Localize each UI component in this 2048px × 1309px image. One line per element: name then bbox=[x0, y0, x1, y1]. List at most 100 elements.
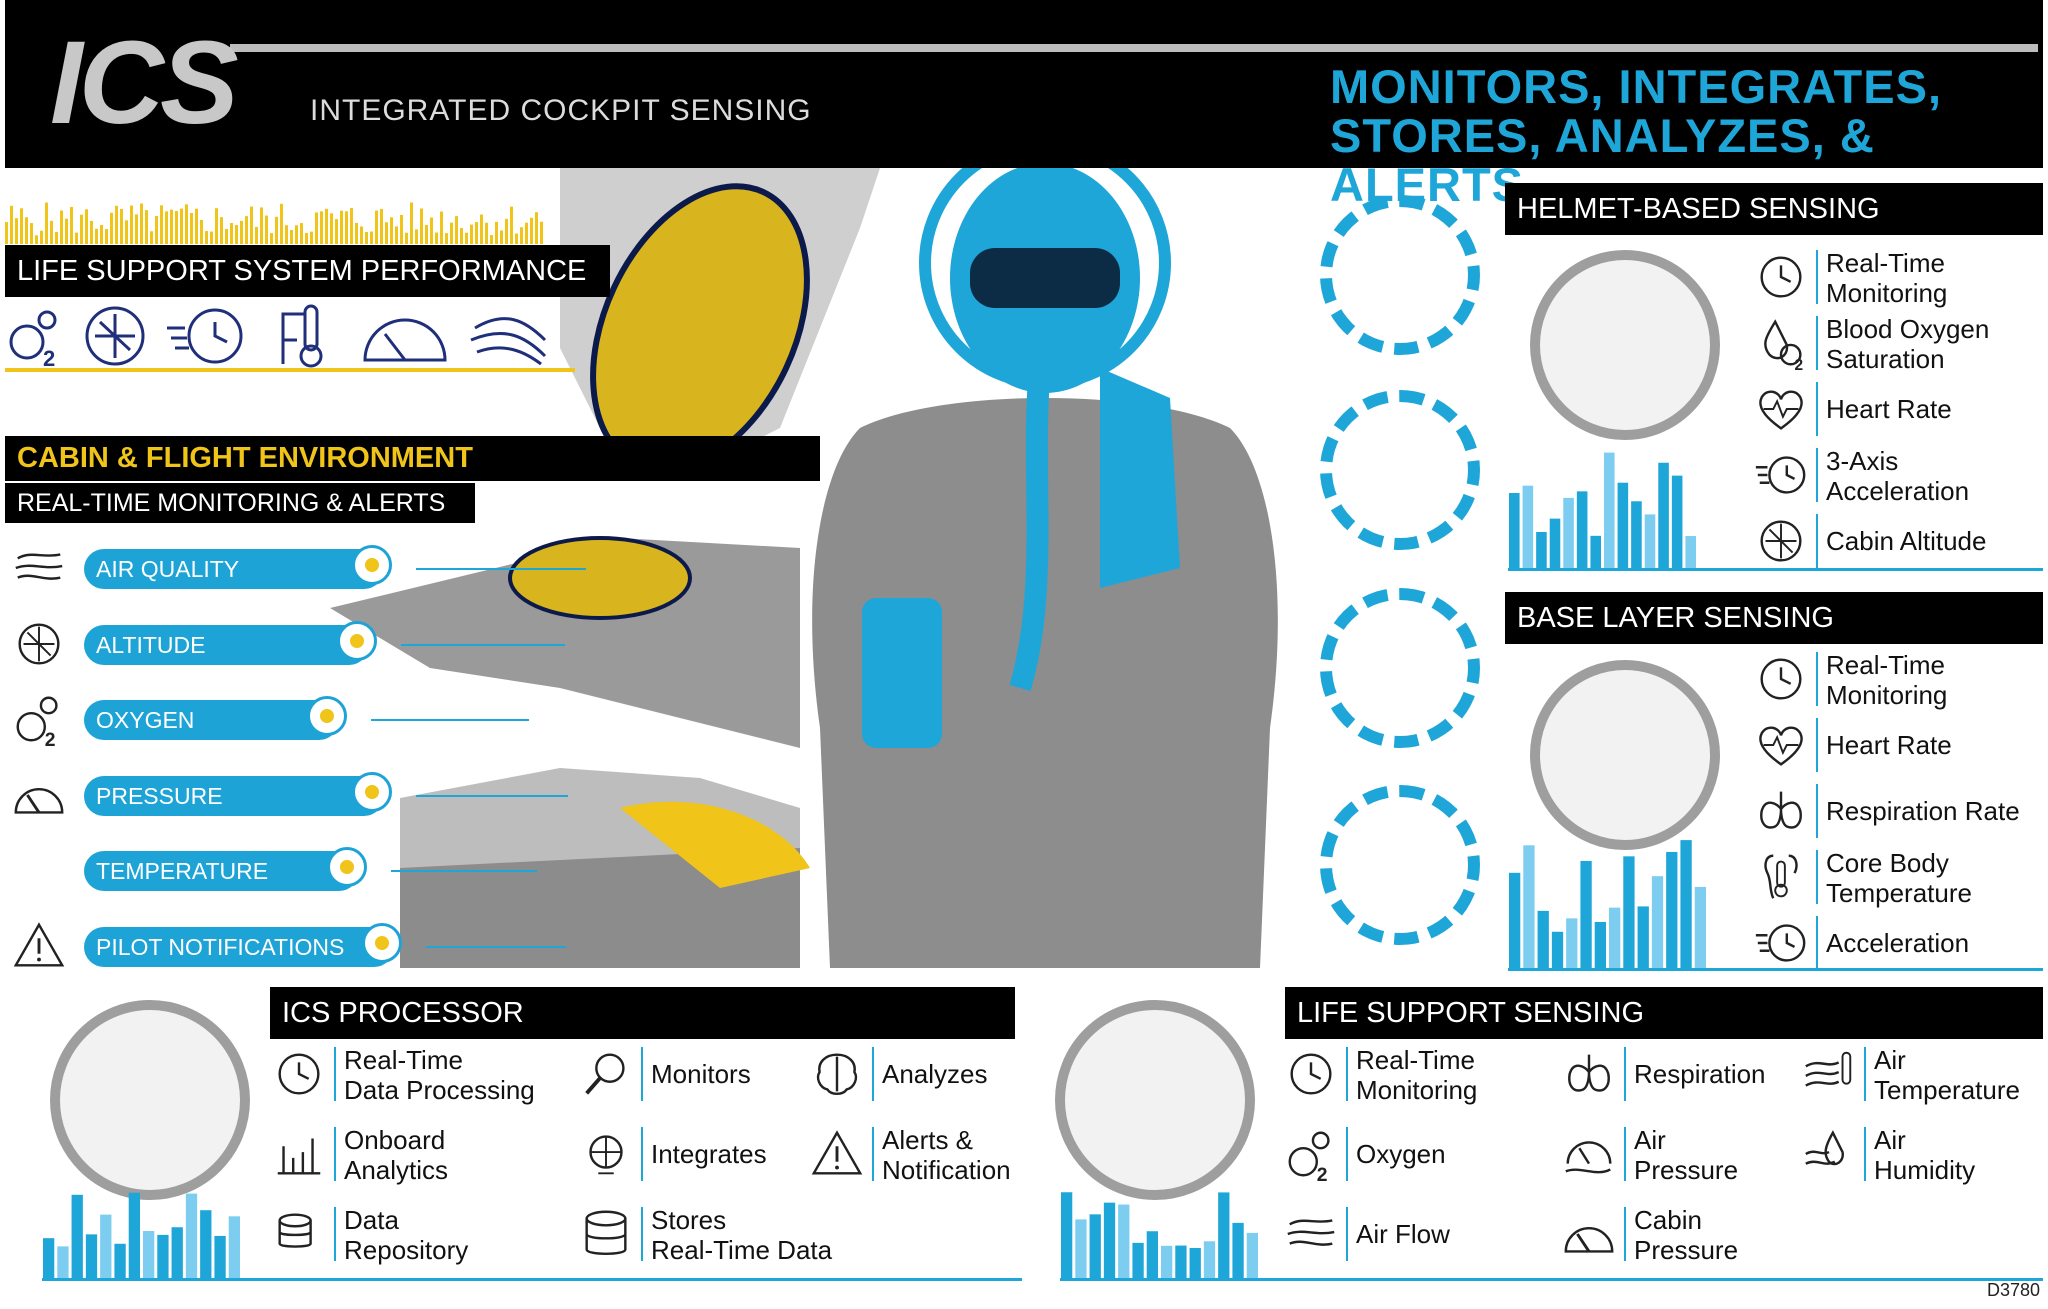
life_support_sensing-item-icon bbox=[1560, 1125, 1618, 1183]
helmet_sensing-divider bbox=[1816, 514, 1818, 568]
decorative-bar bbox=[1232, 1222, 1244, 1280]
waveform-bar bbox=[290, 229, 293, 244]
base-layer-baseline bbox=[1508, 968, 2043, 971]
ics_processor-divider bbox=[334, 1207, 336, 1261]
decorative-bar bbox=[1132, 1242, 1144, 1280]
helmet-sensing-title: HELMET-BASED SENSING bbox=[1505, 183, 2043, 235]
waveform-bar bbox=[100, 224, 103, 244]
ics_processor-item-icon bbox=[270, 1125, 328, 1183]
helmet_sensing-item-line1: Heart Rate bbox=[1826, 394, 1952, 424]
waveform-bar bbox=[275, 216, 278, 244]
waveform-bar bbox=[445, 233, 448, 244]
life_support_sensing-divider bbox=[1864, 1127, 1866, 1181]
logo-swoosh bbox=[230, 44, 2038, 52]
oxygen-icon: 2 bbox=[9, 310, 57, 371]
ics_processor-item-line2: Notification bbox=[882, 1155, 1011, 1185]
helmet_sensing-divider bbox=[1816, 316, 1818, 370]
ics_processor-divider bbox=[641, 1207, 643, 1261]
life_support_sensing-divider bbox=[1346, 1047, 1348, 1101]
air-temperature-icon bbox=[1805, 1051, 1852, 1087]
waveform-bar bbox=[80, 214, 83, 244]
waveform-bar bbox=[280, 203, 283, 244]
waveform-bar bbox=[250, 206, 253, 244]
svg-text:2: 2 bbox=[43, 346, 55, 371]
ics_processor-item-line2: Analytics bbox=[344, 1155, 449, 1185]
waveform-bar bbox=[30, 223, 33, 244]
helmet-sensor-ring bbox=[1320, 195, 1480, 355]
waveform-bar bbox=[285, 225, 288, 244]
helmet_sensing-item-icon bbox=[1752, 446, 1810, 504]
waveform-bar bbox=[105, 229, 108, 244]
waveform-bar bbox=[220, 217, 223, 244]
connector-line bbox=[426, 945, 566, 948]
waveform-bar bbox=[55, 232, 58, 244]
ics_processor-item-icon bbox=[808, 1045, 866, 1103]
life-support-sensing-title: LIFE SUPPORT SENSING bbox=[1285, 987, 2043, 1039]
sensor-dot-icon bbox=[307, 696, 347, 736]
waveform-bar bbox=[150, 231, 153, 244]
waveform-bar bbox=[385, 222, 388, 244]
helmet_sensing-item-line1: Blood Oxygen bbox=[1826, 314, 1990, 344]
waveform-bar bbox=[160, 205, 163, 244]
waveform-bar bbox=[460, 228, 463, 244]
jet-bottom bbox=[400, 848, 800, 968]
life_support_sensing-item-label: Oxygen bbox=[1356, 1139, 1446, 1169]
decorative-bar bbox=[1549, 518, 1561, 570]
base_layer-item-icon bbox=[1752, 716, 1810, 774]
ics-processor-title: ICS PROCESSOR bbox=[270, 987, 1015, 1039]
waveform-bar bbox=[5, 222, 8, 244]
mask-image bbox=[1055, 1000, 1255, 1200]
waveform-bar bbox=[215, 208, 218, 244]
waveform-bar bbox=[355, 222, 358, 244]
decorative-bar bbox=[1103, 1202, 1116, 1280]
waveform-bar bbox=[15, 218, 18, 244]
helmet_sensing-item-icon bbox=[1752, 380, 1810, 438]
waveform-bar bbox=[350, 208, 353, 244]
waveform-bar bbox=[60, 210, 63, 244]
base-layer-title: BASE LAYER SENSING bbox=[1505, 592, 2043, 644]
waveform-bar bbox=[90, 220, 93, 244]
helmet_sensing-item-icon: 2 bbox=[1752, 314, 1810, 374]
waveform-bar bbox=[440, 211, 443, 244]
base_layer-divider bbox=[1816, 850, 1818, 904]
life_support_sensing-item-line1: Air bbox=[1874, 1045, 1906, 1075]
life_support_sensing-item-line1: Air bbox=[1634, 1125, 1666, 1155]
connector-line bbox=[401, 643, 565, 646]
decorative-bar bbox=[171, 1227, 183, 1280]
base_layer-item-icon bbox=[1752, 782, 1810, 840]
ics_processor-item-line2: Real-Time Data bbox=[651, 1235, 833, 1265]
decorative-bar bbox=[1537, 910, 1549, 970]
base_layer-item-icon bbox=[1752, 914, 1810, 972]
decorative-bar bbox=[228, 1216, 240, 1280]
decorative-bar bbox=[1604, 452, 1615, 570]
base_layer-item-label: Heart Rate bbox=[1826, 730, 1952, 760]
helmet_sensing-item-line2: Acceleration bbox=[1826, 476, 1970, 506]
clock-icon bbox=[1760, 256, 1802, 298]
waveform-bar bbox=[315, 212, 318, 244]
decorative-bar bbox=[1175, 1245, 1187, 1280]
waveform-bar bbox=[415, 229, 418, 244]
waveform-bar bbox=[380, 208, 383, 244]
waveform-bar bbox=[345, 211, 348, 244]
decorative-bar bbox=[1644, 514, 1656, 570]
svg-text:2: 2 bbox=[1317, 1165, 1328, 1183]
helmet-sensor-image bbox=[1530, 250, 1720, 440]
clock-icon bbox=[1760, 658, 1802, 700]
waveform-bar bbox=[270, 233, 273, 244]
life_support_sensing-item-line1: Oxygen bbox=[1356, 1139, 1446, 1169]
life_support_sensing-item-label: Air Flow bbox=[1356, 1219, 1450, 1249]
air-pressure-icon bbox=[1565, 1141, 1612, 1174]
waveform-bar bbox=[530, 217, 533, 244]
waveform-bar bbox=[410, 202, 413, 244]
helmet_sensing-divider bbox=[1816, 250, 1818, 304]
clock-icon bbox=[278, 1053, 320, 1095]
life_support_sensing-divider bbox=[1624, 1207, 1626, 1261]
heart-rate-icon bbox=[1759, 726, 1803, 766]
decorative-bar bbox=[1617, 482, 1629, 570]
base_layer-divider bbox=[1816, 652, 1818, 706]
header-subtitle: INTEGRATED COCKPIT SENSING bbox=[310, 94, 812, 127]
helmet_sensing-item-line1: 3-Axis bbox=[1826, 446, 1899, 476]
